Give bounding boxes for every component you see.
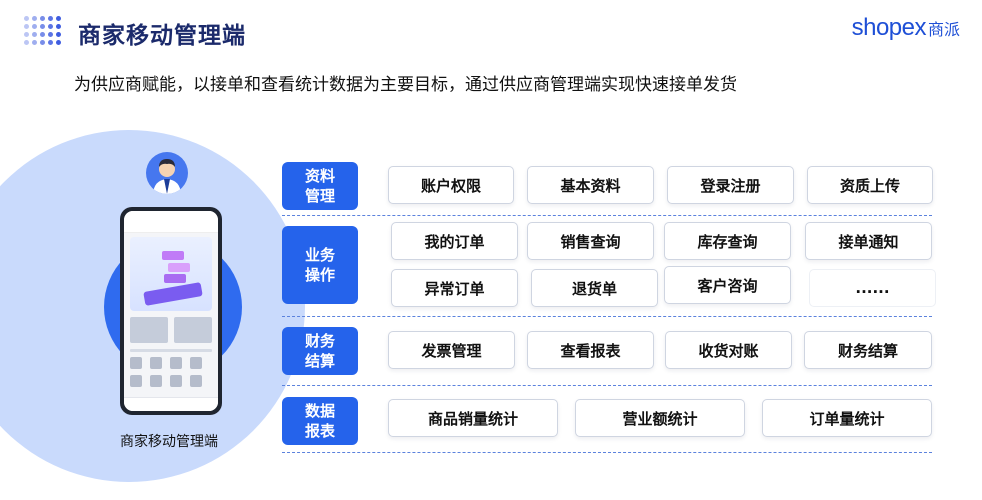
row-divider bbox=[282, 452, 932, 453]
logo-dots-icon bbox=[24, 16, 64, 52]
phone-screen bbox=[124, 211, 218, 411]
item-return-orders: 退货单 bbox=[531, 269, 658, 307]
item-product-sales-stats: 商品销量统计 bbox=[388, 399, 558, 437]
category-profile: 资料 管理 bbox=[282, 162, 358, 210]
item-invoice-management: 发票管理 bbox=[388, 331, 515, 369]
category-reports: 数据 报表 bbox=[282, 397, 358, 445]
row-divider bbox=[282, 385, 932, 386]
item-order-volume-stats: 订单量统计 bbox=[762, 399, 932, 437]
phone-mockup bbox=[120, 207, 222, 415]
brand-logo: shopex 商派 bbox=[852, 14, 960, 44]
item-financial-settlement: 财务结算 bbox=[804, 331, 932, 369]
item-revenue-stats: 营业额统计 bbox=[575, 399, 745, 437]
item-sales-query: 销售查询 bbox=[527, 222, 654, 260]
item-order-notice: 接单通知 bbox=[805, 222, 932, 260]
brand-logo-word: shopex bbox=[851, 14, 927, 41]
item-qualification-upload: 资质上传 bbox=[807, 166, 933, 204]
row-divider bbox=[282, 316, 932, 317]
row-divider bbox=[282, 215, 932, 216]
item-basic-info: 基本资料 bbox=[527, 166, 654, 204]
merchant-avatar-icon bbox=[146, 152, 188, 194]
phone-tab-bar bbox=[124, 397, 218, 411]
phone-label: 商家移动管理端 bbox=[120, 434, 218, 450]
item-receipt-reconciliation: 收货对账 bbox=[665, 331, 792, 369]
brand-logo-cn: 商派 bbox=[927, 20, 960, 39]
item-inventory-query: 库存查询 bbox=[664, 222, 791, 260]
page-subtitle: 为供应商赋能，以接单和查看统计数据为主要目标，通过供应商管理端实现快速接单发货 bbox=[74, 75, 737, 95]
item-my-orders: 我的订单 bbox=[391, 222, 518, 260]
item-login-register: 登录注册 bbox=[667, 166, 794, 204]
item-more: ...... bbox=[809, 269, 936, 307]
category-operations: 业务 操作 bbox=[282, 226, 358, 304]
category-finance: 财务 结算 bbox=[282, 327, 358, 375]
item-account-permissions: 账户权限 bbox=[388, 166, 514, 204]
item-customer-inquiry: 客户咨询 bbox=[664, 266, 791, 304]
page-title: 商家移动管理端 bbox=[78, 23, 246, 49]
item-abnormal-orders: 异常订单 bbox=[391, 269, 518, 307]
item-view-reports: 查看报表 bbox=[527, 331, 654, 369]
